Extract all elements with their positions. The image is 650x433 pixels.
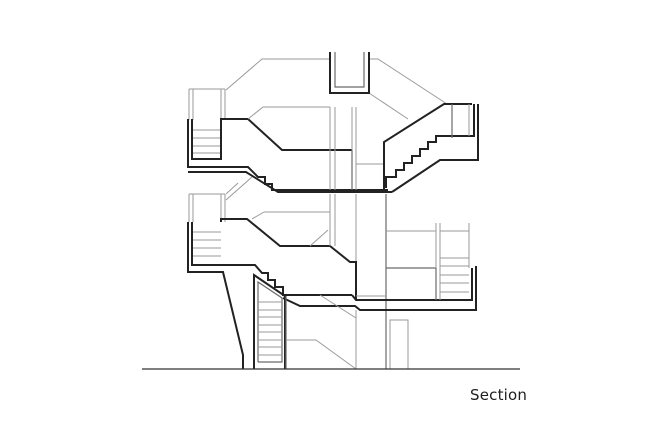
central-core-lower <box>329 194 436 369</box>
central-core-upper <box>329 107 384 190</box>
roof-projection <box>225 58 448 120</box>
roof-planter <box>329 52 370 94</box>
figure-caption: Section <box>470 386 528 404</box>
lower-left-stair <box>187 182 352 369</box>
lower-right-stair <box>282 223 477 311</box>
upper-right-stair <box>383 103 479 193</box>
upper-left-stair <box>187 88 392 201</box>
ground-stair <box>253 273 409 370</box>
